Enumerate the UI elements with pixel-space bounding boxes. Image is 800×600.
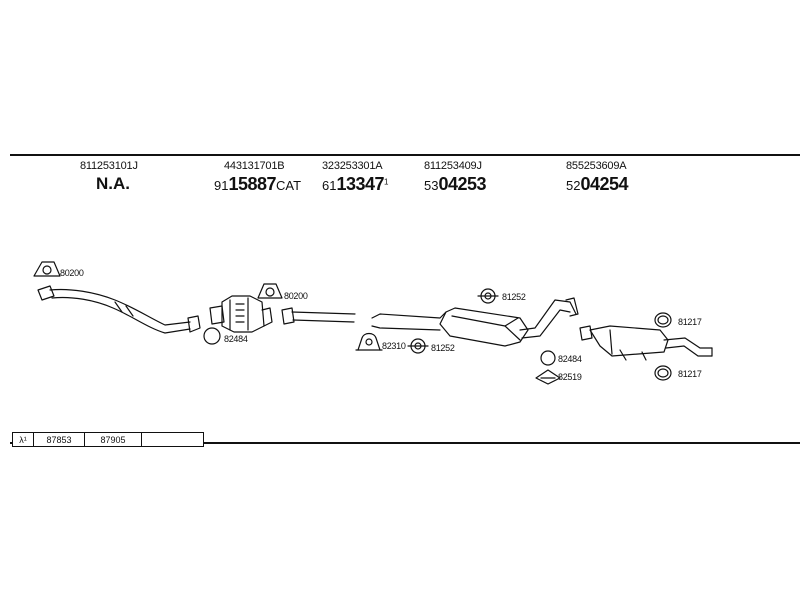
- column-middle-silencer: 811253409J 5304253: [424, 160, 487, 195]
- column-intermediate-pipe: 323253301A 61133471: [322, 160, 388, 195]
- part-prefix: 91: [214, 178, 229, 193]
- rear-silencer-icon: [579, 325, 713, 361]
- part-number: 5304253: [424, 174, 487, 195]
- column-front-pipe: 811253101J N.A.: [80, 160, 138, 194]
- footer-rule: [10, 442, 800, 444]
- intermediate-pipe-icon: [281, 307, 356, 325]
- header-rule: [10, 154, 800, 156]
- gasket-80200b-icon: [257, 283, 283, 299]
- rubber-ring-81217-icon: [654, 312, 672, 328]
- front-pipe-icon: [37, 285, 201, 334]
- label-80200: 80200: [60, 268, 84, 278]
- rubber-mount-81252-icon: [477, 288, 499, 304]
- part-number: 9115887CAT: [214, 174, 301, 195]
- ring-82484-icon: [203, 327, 221, 345]
- ring-82484b-icon: [540, 350, 556, 366]
- gasket-82519-icon: [535, 369, 561, 385]
- label-82310: 82310: [382, 341, 406, 351]
- rubber-ring-81217b-icon: [654, 365, 672, 381]
- oe-number: 443131701B: [224, 160, 285, 172]
- legend-cell: 87853: [34, 433, 85, 446]
- label-82484-b: 82484: [558, 354, 582, 364]
- part-main: 15887: [228, 174, 277, 194]
- oe-number: 855253609A: [566, 160, 627, 172]
- oe-number: 323253301A: [322, 160, 383, 172]
- part-prefix: 61: [322, 178, 337, 193]
- gasket-80200-icon: [33, 261, 61, 277]
- clamp-82310-icon: [355, 332, 383, 351]
- lambda-symbol: λ¹: [13, 433, 34, 446]
- part-main: 13347: [336, 174, 385, 194]
- catalyst-icon: [209, 295, 273, 333]
- column-rear-silencer: 855253609A 5204254: [566, 160, 629, 195]
- part-number: N.A.: [96, 174, 130, 193]
- part-prefix: 52: [566, 178, 581, 193]
- middle-silencer-icon: [371, 297, 579, 347]
- label-81217-b: 81217: [678, 369, 702, 379]
- part-suffix: CAT: [276, 178, 302, 193]
- legend-cell: [142, 433, 203, 446]
- label-82519: 82519: [558, 372, 582, 382]
- oe-number: 811253101J: [80, 160, 138, 172]
- part-number: 61133471: [322, 174, 388, 195]
- oe-number: 811253409J: [424, 160, 482, 172]
- rubber-mount-81252b-icon: [407, 338, 429, 354]
- label-81252: 81252: [502, 292, 526, 302]
- part-suffix: 1: [384, 177, 389, 187]
- label-81252-b: 81252: [431, 343, 455, 353]
- part-number: 5204254: [566, 174, 629, 195]
- column-catalyst: 443131701B 9115887CAT: [214, 160, 301, 195]
- legend-cell: 87905: [85, 433, 142, 446]
- sensor-legend-table: λ¹ 87853 87905: [12, 432, 204, 447]
- label-81217: 81217: [678, 317, 702, 327]
- part-main: 04254: [580, 174, 629, 194]
- part-main: 04253: [438, 174, 487, 194]
- part-prefix: 53: [424, 178, 439, 193]
- label-82484: 82484: [224, 334, 248, 344]
- label-80200-b: 80200: [284, 291, 308, 301]
